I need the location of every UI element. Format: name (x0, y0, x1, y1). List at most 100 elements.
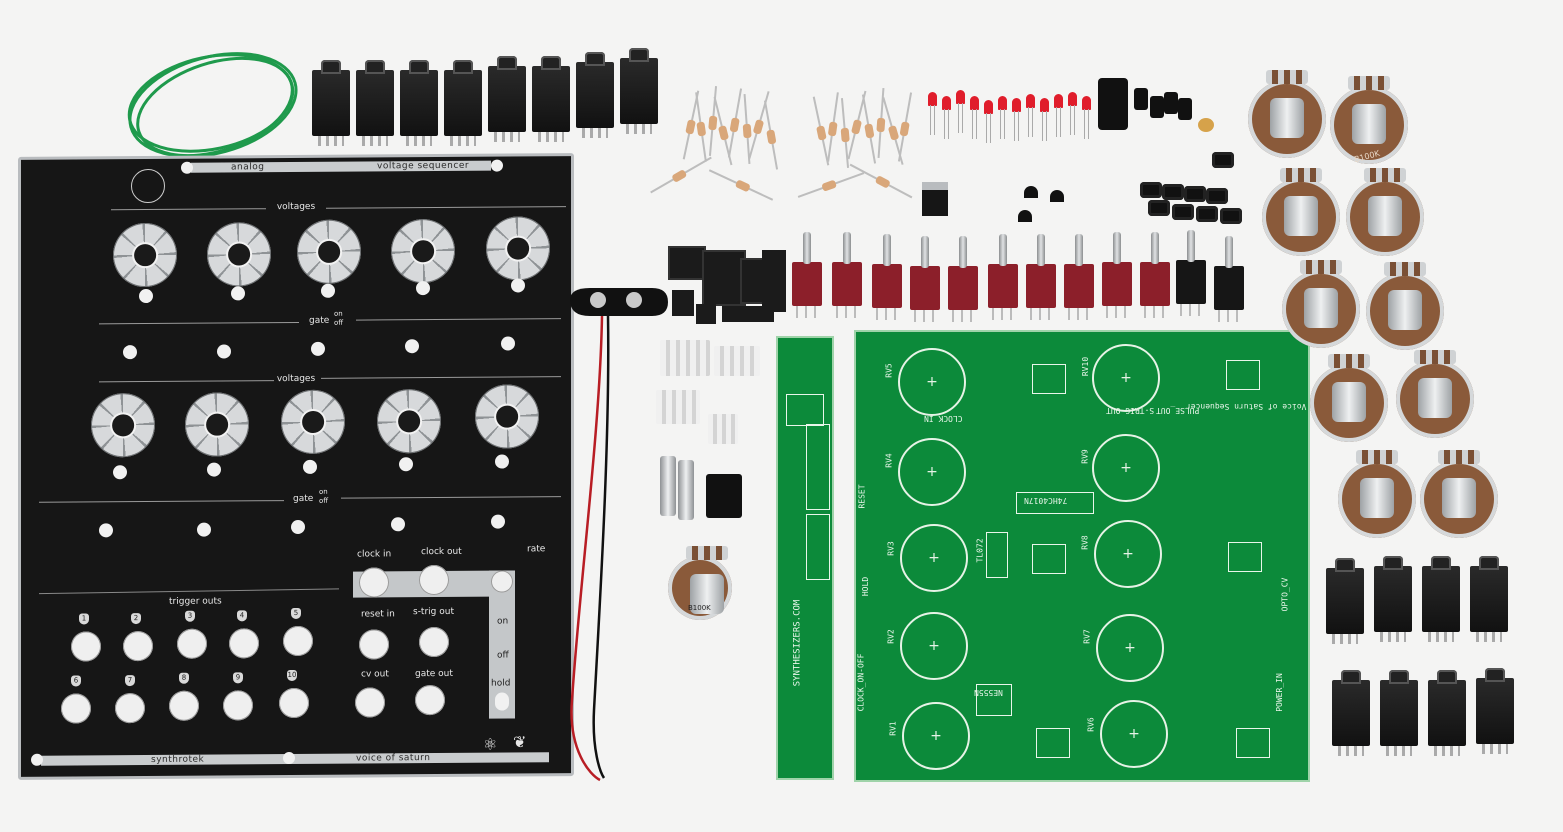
clock-out-jack[interactable] (419, 564, 449, 596)
header-pins (714, 346, 760, 376)
toggle-switch-black (1214, 236, 1244, 322)
section-gate-top: gate (309, 315, 330, 326)
led-hole (303, 459, 317, 474)
jack-7 (576, 52, 614, 138)
mount-hole (181, 161, 193, 174)
ic-socket (702, 250, 746, 306)
gate-off-label: off (334, 318, 344, 327)
clock-in-jack[interactable] (359, 567, 389, 598)
section-voltages-top: voltages (276, 201, 316, 213)
voltage-knob-10[interactable] (475, 384, 539, 449)
trigger-out-7[interactable] (115, 693, 145, 724)
jack-2 (356, 60, 394, 146)
voltage-knob-4[interactable] (391, 218, 455, 284)
trigger-out-5[interactable] (283, 625, 313, 657)
main-pcb: Voice of Saturn Sequencer RV5 RV10 RV4 R… (854, 330, 1310, 782)
jack-footprint (1032, 364, 1066, 394)
jack-right (1422, 556, 1460, 642)
label-74hc4017: 74HC4017N (1024, 496, 1068, 505)
jack-4 (444, 60, 482, 146)
front-panel: analog voltage sequencer voltages gate o… (18, 153, 574, 780)
label-rv7: RV7 (1082, 629, 1092, 644)
jack-3 (400, 60, 438, 146)
rate-label: rate (527, 544, 546, 555)
gate-on-label-2: on (319, 487, 328, 496)
mount-hole (283, 752, 295, 765)
label-rv8: RV8 (1080, 535, 1090, 550)
toggle-switch (1102, 232, 1132, 318)
gate-switch-hole (291, 519, 305, 535)
potentiometer (1248, 70, 1326, 158)
potentiometer (1420, 450, 1498, 538)
hold-switch-slot[interactable] (495, 692, 509, 711)
section-voltages-bottom: voltages (276, 373, 316, 385)
gate-out-jack[interactable] (415, 684, 445, 716)
trigger-num-4: 4 (237, 610, 247, 622)
trigger-out-4[interactable] (229, 628, 259, 659)
trigger-out-1[interactable] (71, 631, 101, 662)
voltage-knob-3[interactable] (297, 219, 361, 284)
trigger-out-6[interactable] (61, 693, 91, 724)
voltage-knob-8[interactable] (281, 389, 345, 455)
led-hole (399, 457, 413, 472)
label-rv2: RV2 (886, 629, 896, 644)
s-trig-out-jack[interactable] (419, 626, 449, 658)
trigger-out-3[interactable] (177, 628, 207, 659)
jack-right (1332, 670, 1370, 756)
jack-footprint (1228, 542, 1262, 572)
trigger-num-10: 10 (287, 669, 297, 682)
transistor (1024, 186, 1038, 198)
small-pcb: SYNTHESIZERS.COM (776, 336, 834, 780)
pot-footprint-rv1 (902, 702, 970, 770)
trigger-out-2[interactable] (123, 630, 153, 662)
gate-out-label: gate out (415, 668, 453, 680)
transistor (1050, 190, 1064, 202)
pot-footprint-rv9 (1092, 434, 1160, 502)
voltage-knob-7[interactable] (185, 392, 249, 457)
potentiometer (1310, 354, 1388, 442)
footer-strip (41, 752, 549, 766)
jack-right (1374, 556, 1412, 642)
voltage-knob-5[interactable] (486, 216, 550, 281)
potentiometer (1338, 450, 1416, 538)
trigger-out-9[interactable] (223, 690, 253, 721)
rate-knob-hole[interactable] (491, 570, 513, 593)
reset-in-jack[interactable] (359, 629, 389, 660)
jack-5 (488, 56, 526, 142)
label-reset: RESET (857, 484, 867, 509)
switch-on-label: on (497, 616, 509, 627)
atom-icon: ⚛ (483, 734, 498, 754)
voltage-knob-6[interactable] (91, 392, 155, 458)
trigger-out-8[interactable] (169, 690, 199, 721)
voltage-knob-9[interactable] (377, 388, 441, 454)
gate-switch-hole (491, 514, 505, 529)
label-hold: HOLD (861, 576, 871, 597)
toggle-switch (832, 232, 862, 318)
header-pins (708, 414, 738, 444)
gate-switch-hole (123, 345, 137, 360)
clock-in-label: clock in (357, 549, 392, 560)
trigger-out-10[interactable] (279, 687, 309, 719)
label-pulse-out: PULSE_OUT (1156, 406, 1200, 415)
led-hole (113, 465, 127, 480)
label-rv5: RV5 (884, 363, 894, 378)
cv-out-jack[interactable] (355, 687, 385, 718)
trigger-num-5: 5 (291, 607, 301, 620)
potentiometer (1396, 350, 1474, 438)
label-rv3: RV3 (886, 541, 896, 556)
ic-chip (762, 250, 786, 312)
label-rv1: RV1 (888, 721, 898, 736)
potentiometer (1366, 262, 1444, 350)
trigger-num-1: 1 (79, 613, 89, 625)
led-hole (511, 278, 525, 293)
header-right-text: voltage sequencer (377, 160, 470, 172)
pot-footprint-rv10 (1092, 344, 1160, 412)
voltage-knob-2[interactable] (207, 222, 271, 287)
voltage-knob-1[interactable] (113, 222, 177, 288)
main-pcb-header-text: Voice of Saturn Sequencer (1186, 402, 1307, 411)
jack-right (1326, 558, 1364, 644)
transistor (1018, 210, 1032, 222)
pot-footprint-rv6 (1100, 700, 1168, 768)
mount-hole (31, 753, 43, 766)
gate-switch-hole (99, 523, 113, 538)
